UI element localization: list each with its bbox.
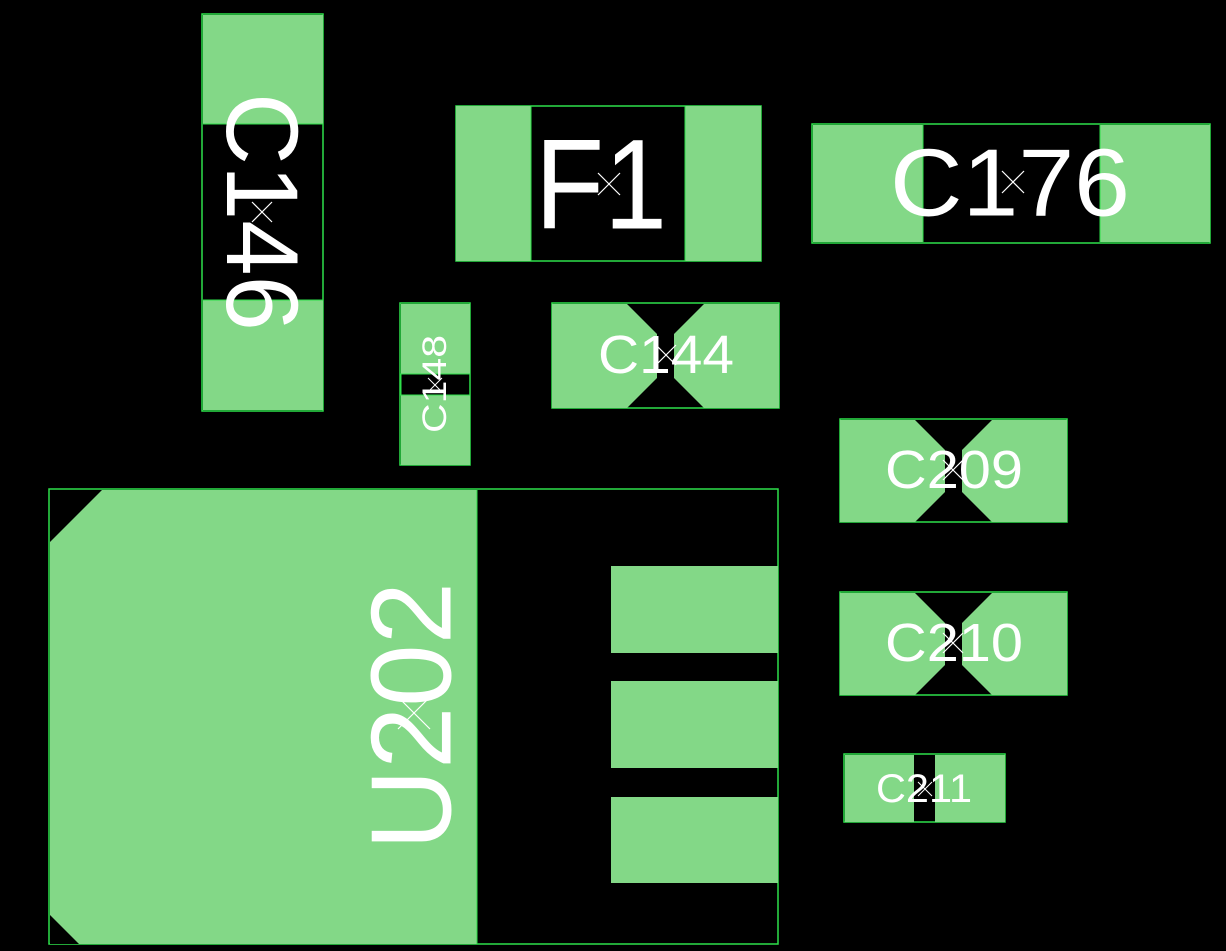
c146-pad-2 bbox=[203, 300, 323, 410]
u202-designator: U202 bbox=[349, 582, 476, 850]
component-c209[interactable]: C209 bbox=[839, 418, 1068, 523]
c211-pad-1 bbox=[845, 755, 914, 822]
component-c210[interactable]: C210 bbox=[839, 591, 1068, 696]
component-c144[interactable]: C144 bbox=[551, 302, 780, 409]
c148-pad-1 bbox=[401, 304, 470, 374]
c144-pad-2 bbox=[674, 304, 779, 408]
c176-origin-marker bbox=[1001, 170, 1025, 194]
c146-designator: C146 bbox=[205, 93, 319, 331]
component-c146[interactable]: C146 bbox=[201, 13, 324, 412]
c211-origin-marker bbox=[917, 781, 933, 797]
c211-pad-2 bbox=[935, 755, 1005, 822]
c176-pad-2 bbox=[1100, 125, 1210, 242]
c144-pad-1 bbox=[552, 304, 657, 408]
c148-designator: C148 bbox=[416, 335, 454, 433]
c210-pad-1 bbox=[840, 593, 945, 695]
u202-pin-pad-3 bbox=[611, 797, 778, 883]
c144-designator: C144 bbox=[598, 325, 734, 385]
c146-pad-1 bbox=[203, 15, 323, 124]
component-u202[interactable]: U202 bbox=[48, 488, 779, 945]
c144-origin-marker bbox=[655, 344, 677, 366]
u202-chamfer-bottom bbox=[50, 915, 79, 944]
component-f1[interactable]: F1 bbox=[455, 105, 762, 262]
u202-pin1-chamfer-top bbox=[50, 490, 102, 542]
f1-designator: F1 bbox=[535, 114, 667, 257]
c210-origin-marker bbox=[942, 632, 964, 654]
c148-pad-2 bbox=[401, 395, 470, 465]
f1-pad-1 bbox=[456, 106, 531, 261]
c146-origin-marker bbox=[251, 201, 273, 223]
component-c176[interactable]: C176 bbox=[811, 123, 1211, 244]
c146-outline bbox=[201, 13, 324, 412]
c148-origin-marker bbox=[427, 377, 443, 393]
c211-designator: C211 bbox=[876, 767, 972, 811]
component-c211[interactable]: C211 bbox=[843, 753, 1006, 823]
c176-designator: C176 bbox=[890, 130, 1130, 237]
c176-pad-1 bbox=[813, 125, 923, 242]
u202-origin-marker bbox=[397, 696, 431, 730]
c210-pad-2 bbox=[962, 593, 1067, 695]
f1-origin-marker bbox=[597, 172, 621, 196]
f1-body bbox=[530, 105, 686, 262]
u202-pin-pad-1 bbox=[611, 566, 778, 653]
c209-origin-marker bbox=[942, 459, 964, 481]
c210-designator: C210 bbox=[885, 613, 1023, 673]
f1-pad-2 bbox=[685, 106, 761, 261]
u202-tab-pad bbox=[50, 490, 477, 944]
c209-pad-1 bbox=[840, 420, 945, 522]
u202-pin-pad-2 bbox=[611, 681, 778, 768]
c148-body bbox=[400, 373, 471, 396]
c209-pad-2 bbox=[962, 420, 1067, 522]
c209-designator: C209 bbox=[885, 440, 1023, 500]
component-c148[interactable]: C148 bbox=[399, 302, 471, 466]
